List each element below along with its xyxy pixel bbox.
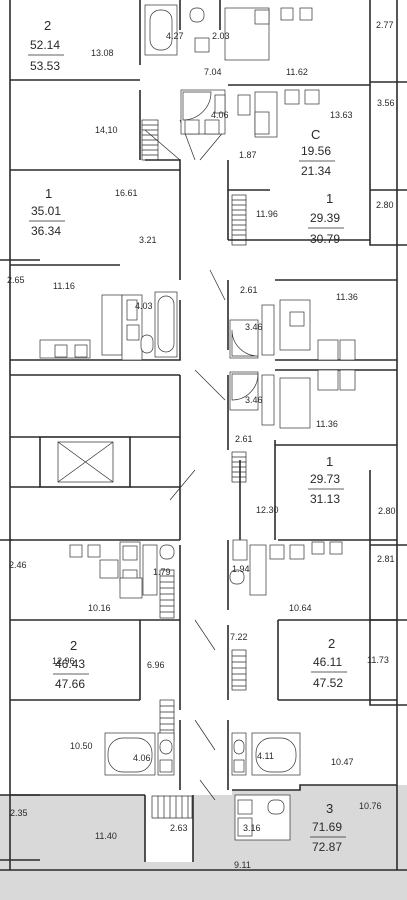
apartment-rooms: C	[311, 127, 320, 142]
apartment-card[interactable]: C 19.56 21.34	[299, 127, 335, 178]
room-area-label: 12.96	[52, 656, 75, 666]
room-area-label: 14,10	[95, 125, 118, 135]
apartment-card[interactable]: 2 52.14 53.53	[28, 18, 64, 73]
room-area-label: 3.46	[245, 322, 263, 332]
room-area-label: 11.73	[367, 655, 389, 665]
apartment-total-area: 47.66	[55, 677, 85, 691]
apartment-card[interactable]: 1 35.01 36.34	[29, 186, 65, 238]
apartment-card[interactable]: 1 29.73 31.13	[308, 454, 344, 506]
room-area-label: 13.08	[91, 48, 114, 58]
room-area-label: 11.16	[53, 281, 75, 291]
room-area-label: 10.50	[70, 741, 93, 751]
apartment-total-area: 72.87	[312, 840, 342, 854]
room-area-label: 12.30	[256, 505, 279, 515]
room-area-label: 3.21	[139, 235, 157, 245]
apartment-total-area: 31.13	[310, 492, 340, 506]
room-area-label: 2.03	[212, 31, 230, 41]
room-area-label: 10.47	[331, 757, 354, 767]
room-area-label: 2.81	[377, 554, 395, 564]
room-area-label: 1.94	[232, 564, 250, 574]
room-area-label: 7.04	[204, 67, 222, 77]
partition-walls	[10, 0, 397, 862]
apartment-card-selected[interactable]: 3 71.69 72.87	[310, 801, 346, 854]
room-area-label: 2.46	[9, 560, 27, 570]
apartment-living-area: 52.14	[30, 38, 60, 52]
apartment-living-area: 71.69	[312, 820, 342, 834]
room-area-label: 1.79	[153, 567, 171, 577]
room-area-label: 4.06	[133, 753, 151, 763]
stairs	[141, 119, 247, 819]
room-area-label: 11.36	[316, 419, 338, 429]
apartment-living-area: 29.73	[310, 472, 340, 486]
room-area-label: 3.46	[245, 395, 263, 405]
apartment-rooms: 1	[326, 191, 333, 206]
apartment-total-area: 47.52	[313, 676, 343, 690]
room-area-label: 3.16	[243, 823, 261, 833]
room-area-label: 1.87	[239, 150, 257, 160]
apartment-rooms: 3	[326, 801, 333, 816]
room-area-label: 10.76	[359, 801, 382, 811]
room-area-label: 2.61	[235, 434, 253, 444]
room-area-label: 11.62	[286, 67, 308, 77]
apartment-card[interactable]: 1 29.39 30.79	[308, 191, 344, 246]
room-area-labels: 13.08 4.27 2.03 2.77 7.04 11.62 4.06 3.5…	[7, 20, 396, 870]
room-area-label: 2.80	[378, 506, 396, 516]
apartment-rooms: 1	[326, 454, 333, 469]
bathroom-fixtures	[39, 4, 356, 841]
apartment-living-area: 46.11	[313, 655, 342, 669]
apartment-card[interactable]: 2 46.11 47.52	[311, 636, 347, 690]
apartment-total-area: 30.79	[310, 232, 340, 246]
outer-walls	[0, 0, 407, 871]
selected-apartment-highlight	[0, 785, 407, 900]
room-area-label: 7.22	[230, 632, 248, 642]
apartment-living-area: 29.39	[310, 211, 340, 225]
room-area-label: 2.35	[10, 808, 28, 818]
room-area-label: 2.77	[376, 20, 394, 30]
room-area-label: 10.16	[88, 603, 111, 613]
room-area-label: 11.36	[336, 292, 358, 302]
apartment-rooms: 2	[70, 638, 77, 653]
room-area-label: 6.96	[147, 660, 165, 670]
apartment-total-area: 36.34	[31, 224, 61, 238]
room-area-label: 9.11	[234, 860, 251, 870]
apartment-total-area: 21.34	[301, 164, 331, 178]
room-area-label: 3.56	[377, 98, 395, 108]
room-area-label: 2.80	[376, 200, 394, 210]
room-area-label: 2.63	[170, 823, 188, 833]
apartment-rooms: 2	[44, 18, 51, 33]
room-area-label: 10.64	[289, 603, 312, 613]
room-area-label: 2.65	[7, 275, 25, 285]
room-area-label: 16.61	[115, 188, 138, 198]
room-area-label: 4.06	[211, 110, 229, 120]
apartment-living-area: 35.01	[31, 204, 61, 218]
room-area-label: 4.03	[135, 301, 153, 311]
apartment-rooms: 2	[328, 636, 335, 651]
apartment-rooms: 1	[45, 186, 52, 201]
room-area-label: 13.63	[330, 110, 353, 120]
room-area-label: 4.11	[257, 751, 274, 761]
apartment-living-area: 46.43	[55, 657, 85, 671]
room-area-label: 11.96	[256, 209, 278, 219]
apartment-living-area: 19.56	[301, 144, 331, 158]
apartment-total-area: 53.53	[30, 59, 60, 73]
elevator-shaft	[10, 436, 180, 488]
apartment-card[interactable]: 2 46.43 47.66	[53, 638, 89, 691]
room-area-label: 4.27	[166, 31, 184, 41]
room-area-label: 2.61	[240, 285, 258, 295]
room-area-label: 11.40	[95, 831, 117, 841]
